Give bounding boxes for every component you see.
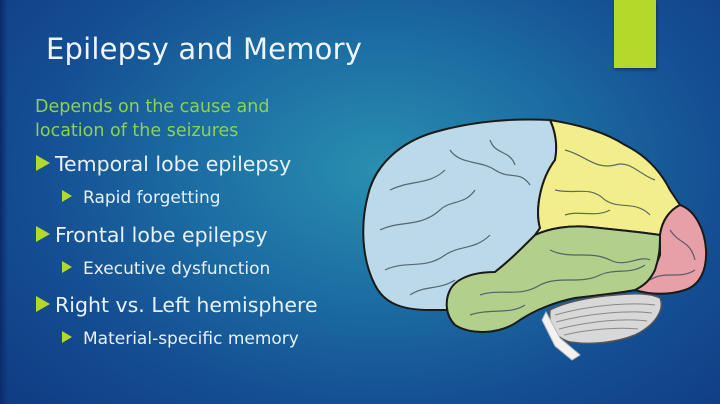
- triangle-right-icon: [36, 226, 50, 242]
- slide-subtitle: Depends on the cause and location of the…: [35, 95, 335, 143]
- triangle-right-icon: [62, 331, 72, 343]
- parietal-lobe-icon: [531, 118, 682, 238]
- sub-bullet-item: Executive dysfunction: [62, 259, 270, 279]
- subtitle-line: location of the seizures: [35, 121, 239, 141]
- bullet-text: Right vs. Left hemisphere: [55, 293, 318, 317]
- accent-bar: [614, 0, 656, 68]
- bullet-text: Temporal lobe epilepsy: [55, 152, 292, 176]
- slide-title: Epilepsy and Memory: [46, 32, 363, 66]
- bullet-text: Rapid forgetting: [83, 188, 221, 208]
- cerebellum-icon: [548, 293, 662, 345]
- bullet-item: Right vs. Left hemisphere: [36, 293, 318, 317]
- subtitle-line: Depends on the cause and: [35, 97, 270, 117]
- sub-bullet-item: Rapid forgetting: [62, 188, 221, 208]
- brain-lobes-icon: [362, 118, 708, 361]
- triangle-right-icon: [36, 296, 50, 312]
- slide-edge-shadow: [0, 0, 8, 404]
- triangle-right-icon: [36, 155, 50, 171]
- temporal-lobe-icon: [445, 225, 662, 333]
- bullet-text: Frontal lobe epilepsy: [55, 223, 268, 247]
- triangle-right-icon: [62, 190, 72, 202]
- brainstem-icon: [541, 310, 581, 361]
- sub-bullet-item: Material-specific memory: [62, 329, 299, 349]
- bullet-item: Frontal lobe epilepsy: [36, 223, 267, 247]
- triangle-right-icon: [62, 261, 72, 273]
- bullet-item: Temporal lobe epilepsy: [36, 152, 291, 176]
- bullet-text: Material-specific memory: [83, 329, 299, 349]
- bullet-text: Executive dysfunction: [83, 259, 271, 279]
